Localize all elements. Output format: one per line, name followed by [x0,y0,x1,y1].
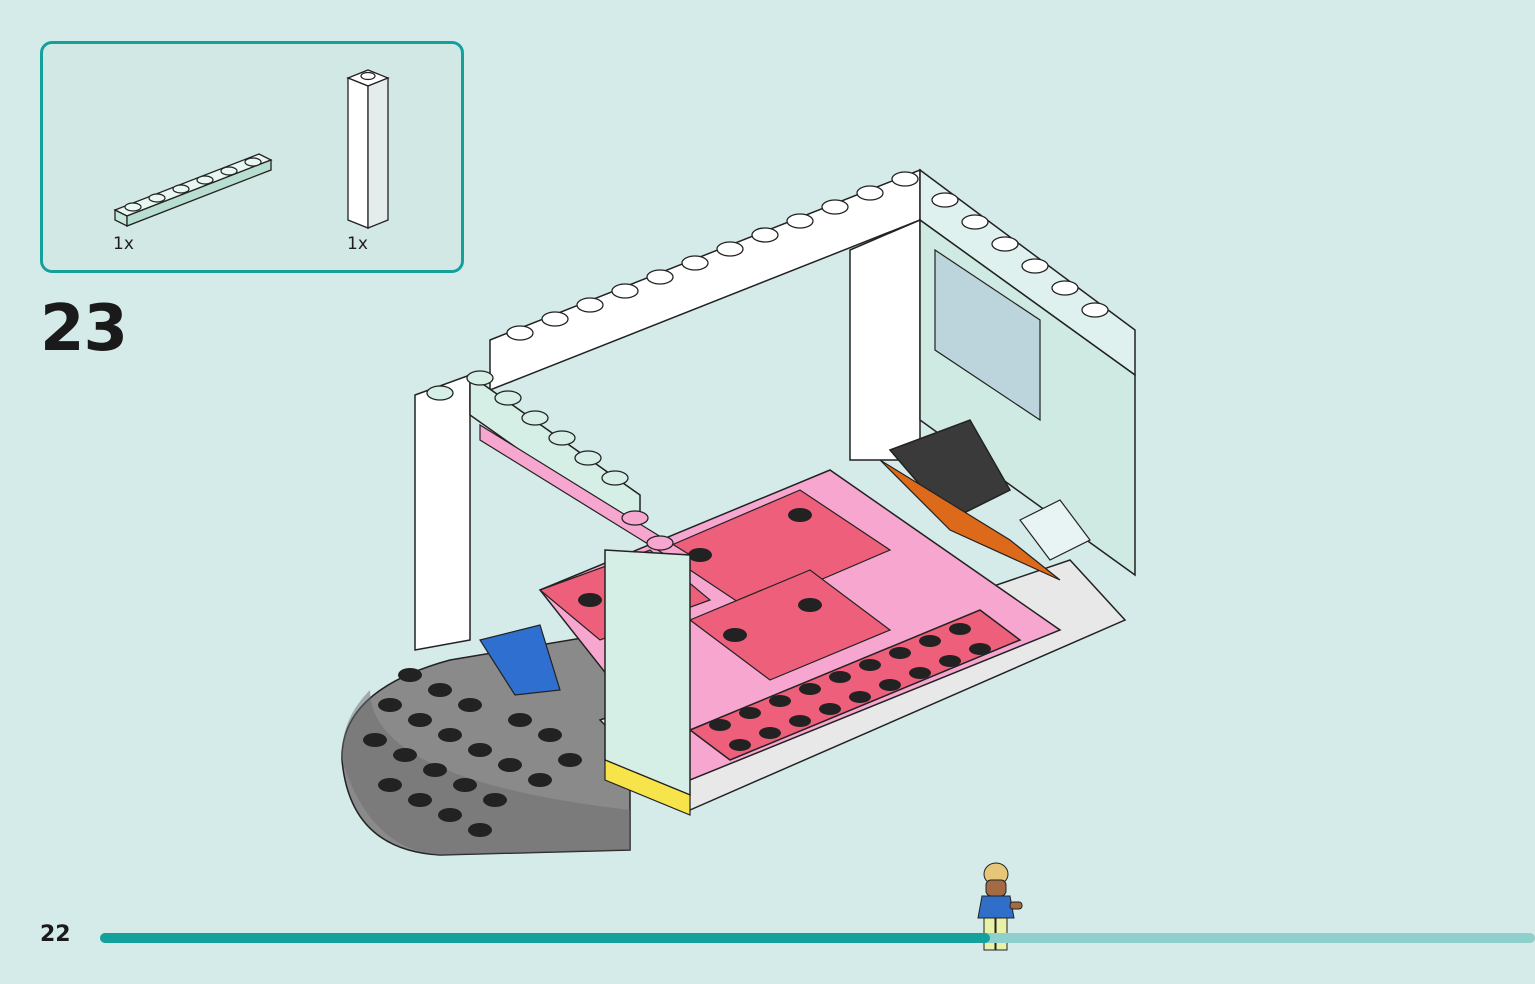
shop-poster [934,248,1041,422]
parts-callout: 1x 1x [40,41,464,273]
brick-1x1x6-white-icon [346,69,390,229]
part-qty: 1x [347,234,368,254]
blue-slope [479,624,561,696]
minifigure-icon [977,862,1023,951]
front-pillar [604,549,691,797]
progress-bar [100,933,1535,943]
part-qty: 1x [113,234,134,254]
baseplate-studs [363,668,582,837]
left-pillar [414,373,471,651]
model-illustration [341,168,1136,856]
step-number: 23 [40,292,128,366]
plate-1x6-light-aqua-icon [113,153,273,228]
page-number: 22 [40,922,71,947]
register-screen [1019,499,1091,561]
progress-fill [100,933,990,943]
wall-studs [506,171,1109,341]
